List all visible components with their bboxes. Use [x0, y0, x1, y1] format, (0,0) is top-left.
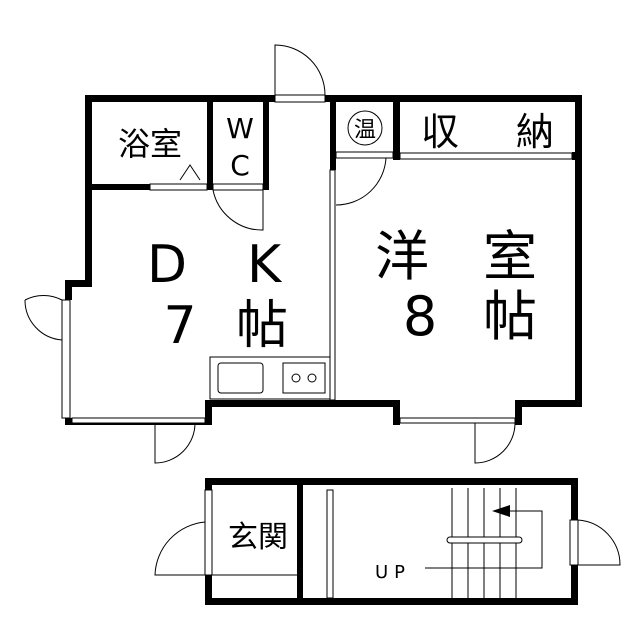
- storage-label-1: 収: [421, 110, 459, 154]
- dk-size-unit: 帖: [236, 296, 288, 356]
- room-labels: 浴室 W C 温 収 納 D K 7 帖 洋 室 8 帖 玄関 UP: [118, 110, 554, 583]
- western-room-label-2: 室: [483, 225, 537, 288]
- sink-icon: [217, 362, 264, 394]
- stove-icon: [282, 362, 326, 394]
- wc-label-c: C: [230, 149, 250, 182]
- western-size-unit: 帖: [483, 285, 537, 348]
- lower-unit-walls: [154, 478, 621, 605]
- doors-windows: [24, 44, 573, 464]
- dk-size-number: 7: [163, 296, 196, 356]
- wc-label-w: W: [226, 112, 254, 145]
- stairs-up-label: UP: [375, 562, 411, 583]
- kitchen-counter: [209, 356, 331, 400]
- water-heater-circle: [347, 110, 383, 146]
- dk-label-d: D: [147, 235, 187, 295]
- western-size-number: 8: [403, 285, 437, 348]
- dk-label-k: K: [247, 235, 283, 295]
- storage-label-2: 納: [516, 110, 554, 154]
- bath-label: 浴室: [118, 125, 182, 163]
- stairs-icon: [425, 488, 543, 598]
- western-room-label-1: 洋: [375, 225, 429, 288]
- entrance-label: 玄関: [228, 520, 288, 555]
- water-heater-label: 温: [354, 118, 376, 143]
